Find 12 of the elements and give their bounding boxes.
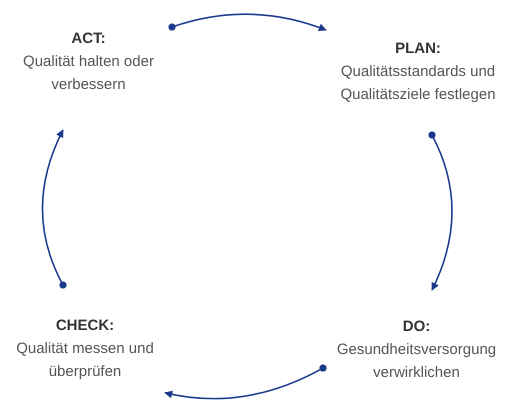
phase-heading: CHECK: [56,316,114,336]
phase-description: Gesundheitsversorgung verwirklichen [336,340,498,383]
phase-heading: ACT: [71,29,106,49]
phase-heading: DO: [402,317,430,337]
phase-description: Qualität messen und überprüfen [15,339,155,382]
phase-heading: PLAN: [395,39,441,59]
phase-description: Qualität halten oder verbessern [22,52,155,95]
cycle-arrow [428,131,453,291]
phase-description: Qualitätsstandards und Qualitätsziele festlegen [339,62,497,105]
cycle-arrow [164,364,327,400]
cycle-arrow [168,13,327,32]
cycle-arrow [42,129,67,289]
